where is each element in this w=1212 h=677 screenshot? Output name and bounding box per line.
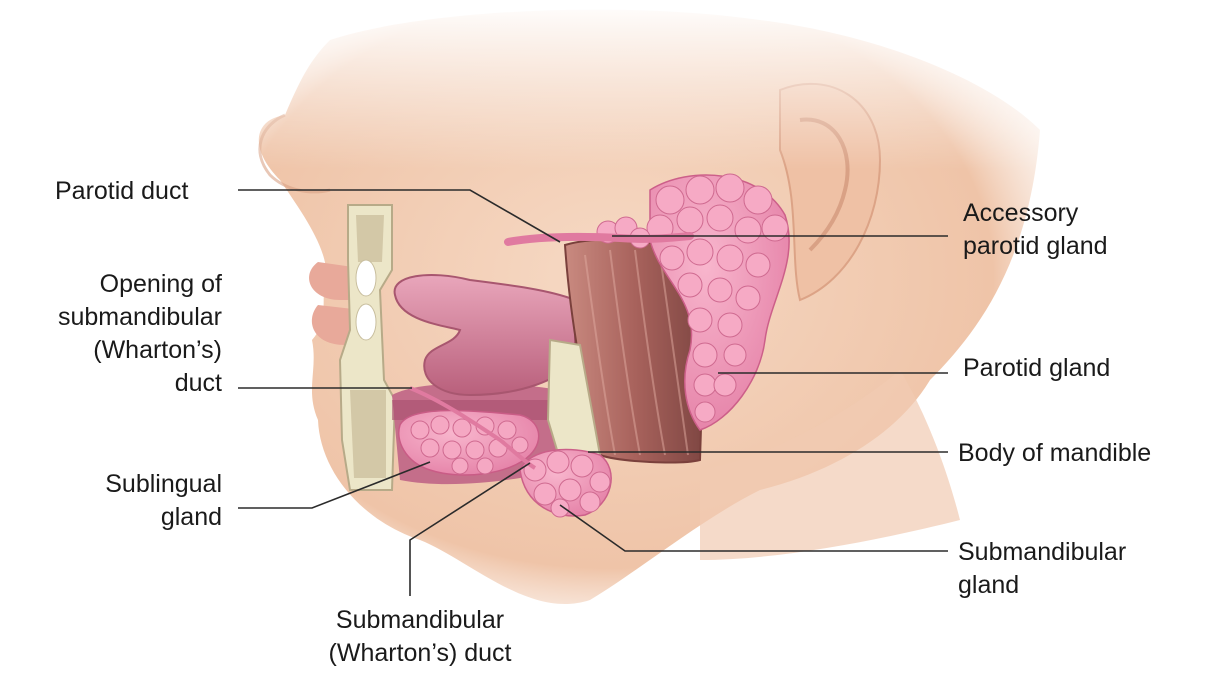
opening-line-1: Opening of bbox=[0, 268, 222, 301]
accessory-line-1: Accessory bbox=[963, 197, 1108, 230]
label-submandibular-gland: Submandibular gland bbox=[958, 536, 1126, 602]
label-accessory-parotid-gland: Accessory parotid gland bbox=[963, 197, 1108, 263]
label-opening-submandibular-duct: Opening of submandibular (Wharton’s) duc… bbox=[0, 268, 222, 400]
opening-line-4: duct bbox=[0, 367, 222, 400]
wharton-line-2: (Wharton’s) duct bbox=[300, 637, 540, 670]
sublingual-line-2: gland bbox=[0, 501, 222, 534]
label-parotid-gland: Parotid gland bbox=[963, 352, 1110, 385]
accessory-line-2: parotid gland bbox=[963, 230, 1108, 263]
opening-line-2: submandibular bbox=[0, 301, 222, 334]
submand-line-1: Submandibular bbox=[958, 536, 1126, 569]
label-parotid-duct: Parotid duct bbox=[55, 175, 188, 208]
sublingual-line-1: Sublingual bbox=[0, 468, 222, 501]
label-submandibular-wharton-duct: Submandibular (Wharton’s) duct bbox=[300, 604, 540, 670]
wharton-line-1: Submandibular bbox=[300, 604, 540, 637]
parotid-duct-shape bbox=[508, 236, 690, 242]
label-body-of-mandible: Body of mandible bbox=[958, 437, 1151, 470]
submand-line-2: gland bbox=[958, 569, 1126, 602]
label-sublingual-gland: Sublingual gland bbox=[0, 468, 222, 534]
opening-line-3: (Wharton’s) bbox=[0, 334, 222, 367]
